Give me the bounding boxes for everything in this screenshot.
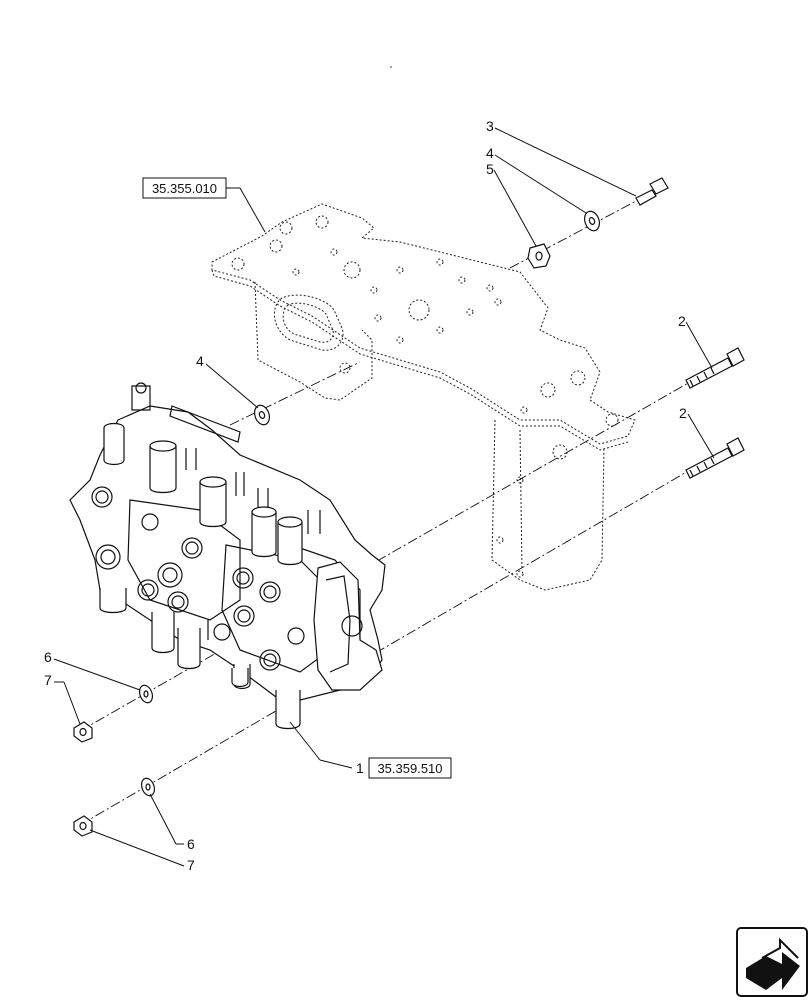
svg-text:1: 1: [356, 760, 364, 776]
svg-text:3: 3: [486, 118, 494, 134]
svg-text:7: 7: [44, 672, 52, 688]
callout-6-lower: 6: [149, 793, 195, 852]
callout-6-upper: 6: [44, 649, 141, 691]
bolt-part-2-upper: [685, 347, 745, 389]
callout-1: 1: [289, 721, 364, 776]
callout-4-left: 4: [196, 353, 259, 409]
nut-part-7-upper: [73, 721, 93, 743]
callout-5: 5: [486, 161, 537, 247]
svg-text:35.359.510: 35.359.510: [377, 761, 442, 776]
callout-2-lower: 2: [679, 405, 715, 459]
callout-7-upper: 7: [44, 672, 81, 725]
callout-7-lower: 7: [89, 829, 195, 873]
nut-part-5: [527, 243, 551, 269]
svg-text:7: 7: [187, 857, 195, 873]
control-valve-assembly: [69, 382, 386, 730]
washer-part-6-upper: [138, 684, 154, 704]
washer-part-4-top: [583, 210, 601, 232]
ref-box-control-valve[interactable]: 35.359.510: [368, 757, 452, 779]
print-mark: [390, 66, 392, 68]
svg-text:2: 2: [678, 313, 686, 329]
ref-box-mount-bracket[interactable]: 35.355.010: [142, 177, 227, 199]
svg-text:6: 6: [44, 649, 52, 665]
mounting-bracket: [211, 203, 636, 591]
callout-3: 3: [486, 118, 637, 197]
svg-text:35.355.010: 35.355.010: [152, 181, 217, 196]
svg-text:4: 4: [196, 353, 204, 369]
svg-text:6: 6: [187, 836, 195, 852]
bolt-part-3: [635, 177, 669, 206]
svg-text:4: 4: [486, 145, 494, 161]
bolt-part-2-lower: [685, 437, 745, 479]
nut-part-7-lower: [73, 815, 93, 837]
washer-part-6-lower: [140, 777, 156, 797]
callout-4-top: 4: [486, 145, 587, 214]
svg-text:2: 2: [679, 405, 687, 421]
callout-2-upper: 2: [678, 313, 713, 369]
svg-text:5: 5: [486, 161, 494, 177]
next-page-arrow-icon[interactable]: [736, 927, 808, 997]
washer-part-4-left: [253, 404, 271, 426]
